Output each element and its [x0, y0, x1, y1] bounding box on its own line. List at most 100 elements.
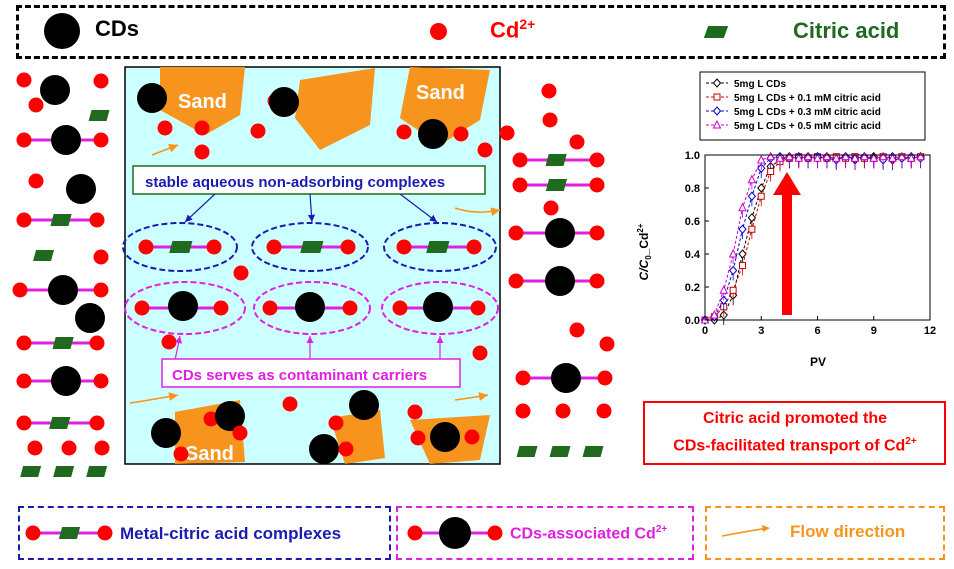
- cd-ion: [232, 425, 248, 441]
- sand-grain: [295, 68, 375, 150]
- cd-ion: [338, 441, 354, 457]
- data-point: [916, 151, 925, 161]
- cd-ion: [194, 144, 210, 160]
- data-point: [756, 154, 766, 164]
- cd-ion: [599, 336, 615, 352]
- series-line: [704, 156, 921, 321]
- data-point: [748, 225, 756, 233]
- sand-grain: [160, 67, 245, 135]
- series-line: [705, 156, 921, 321]
- cd-ion: [596, 403, 612, 419]
- cds-particle: [215, 401, 245, 431]
- x-tick-label: 3: [758, 325, 764, 337]
- cd-ion: [569, 134, 585, 150]
- cd-ion: [410, 430, 426, 446]
- cds-associated-cd: [508, 266, 605, 296]
- cd-ion: [93, 73, 109, 89]
- legend-entry: 5mg L CDs + 0.1 mM citric acid: [734, 93, 881, 104]
- metal-citric-complex: [16, 415, 105, 431]
- cds-associated-cd: [124, 281, 246, 335]
- legend-entry: 5mg L CDs + 0.3 mM citric acid: [734, 107, 881, 118]
- cd-ion: [203, 411, 219, 427]
- metal-citric-complex: [512, 177, 605, 193]
- cd-ion: [555, 403, 571, 419]
- cd-ion: [396, 124, 412, 140]
- cd-ion: [477, 142, 493, 158]
- citric-acid: [53, 466, 75, 477]
- cd-ion: [515, 403, 531, 419]
- cds-legend-label: CDs: [95, 16, 140, 41]
- y-tick-label: 1.0: [685, 150, 700, 162]
- sand-label: Sand: [178, 91, 227, 113]
- cd-ion-symbol: [430, 23, 447, 40]
- carrier-label-box: [161, 358, 461, 388]
- cd-ion: [173, 446, 189, 462]
- conclusion-line-1: Citric acid promoted the: [702, 410, 888, 427]
- flow-arrow: [129, 392, 179, 404]
- cd-ion: [28, 173, 44, 189]
- citric-acid: [516, 446, 538, 457]
- cds-particle: [75, 303, 105, 333]
- data-point: [757, 192, 765, 200]
- data-point: [747, 212, 757, 223]
- data-point: [878, 151, 888, 161]
- cd-ion: [328, 415, 344, 431]
- data-point: [906, 153, 916, 162]
- cd-ion: [250, 123, 266, 139]
- sand-label: Sand: [185, 443, 234, 465]
- flow-direction-legend-label: Flow direction: [790, 522, 906, 541]
- cd-ion: [157, 120, 173, 136]
- flow-arrow: [454, 207, 501, 217]
- data-point: [738, 202, 747, 212]
- carrier-label: CDs serves as contaminant carriers: [172, 367, 427, 384]
- flow-arrow: [151, 144, 179, 156]
- data-point: [729, 286, 737, 294]
- cds-associated-cd: [16, 366, 109, 396]
- data-point: [803, 151, 813, 161]
- data-point: [775, 153, 785, 162]
- data-point: [888, 153, 897, 162]
- x-tick-label: 0: [702, 325, 708, 337]
- data-point: [860, 151, 869, 161]
- cds-associated-cd: [253, 281, 371, 335]
- conclusion-box: [643, 401, 946, 465]
- x-tick-label: 6: [814, 325, 820, 337]
- metal-citric-complex: [383, 222, 497, 272]
- citric-acid-legend-label: Citric acid: [793, 18, 900, 43]
- citric-acid: [20, 466, 42, 477]
- cds-particle: [137, 83, 167, 113]
- data-point: [719, 285, 729, 294]
- citric-acid: [86, 466, 108, 477]
- cds-particle: [430, 422, 460, 452]
- legend-cds-associated: [396, 506, 694, 560]
- legend-marker: [713, 93, 721, 101]
- cd-ion: [407, 404, 423, 420]
- y-tick-label: 0.0: [685, 315, 700, 327]
- metal-citric-complex: [16, 335, 105, 351]
- metal-citric-legend-label: Metal-citric acid complexes: [120, 524, 342, 543]
- y-tick-label: 0.8: [685, 183, 700, 195]
- cds-particle: [66, 174, 96, 204]
- cd-ion: [28, 97, 44, 113]
- cd-ion: [93, 249, 109, 265]
- y-tick-label: 0.4: [685, 249, 701, 261]
- series-line: [704, 156, 921, 321]
- cds-particle: [349, 390, 379, 420]
- cd-ion: [27, 440, 43, 456]
- cd-ion: [541, 83, 557, 99]
- increase-arrow: [773, 172, 801, 315]
- citric-acid: [582, 446, 604, 457]
- cds-particle: [151, 418, 181, 448]
- data-point: [757, 183, 766, 193]
- data-point: [841, 151, 850, 161]
- citric-acid: [88, 110, 110, 121]
- metal-citric-complex: [122, 222, 238, 272]
- x-axis-label: PV: [810, 355, 826, 369]
- cd-ion: [161, 334, 177, 350]
- top-legend: [16, 5, 946, 59]
- data-point: [766, 151, 775, 161]
- cd-ion: [233, 265, 249, 281]
- cd-ion: [16, 72, 32, 88]
- cds-particle: [309, 434, 339, 464]
